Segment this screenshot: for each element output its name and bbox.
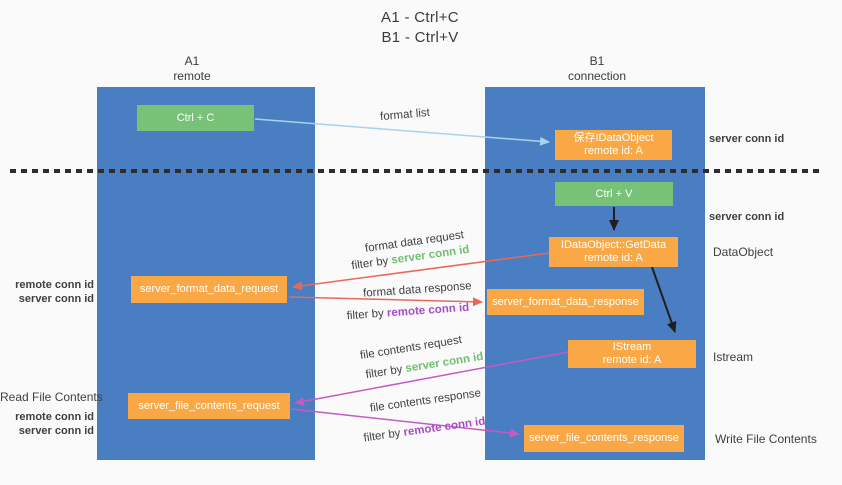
lane-a1-subtitle: remote — [173, 69, 211, 83]
filter-by-text: filter by — [350, 254, 393, 273]
node-istream-line1: IStream — [612, 341, 652, 353]
node-ctrl-c-label: Ctrl + C — [176, 111, 215, 124]
title-line-1: A1 - Ctrl+C — [381, 9, 459, 26]
lane-header-b1: B1 connection — [532, 54, 662, 84]
format-data-response-label: format data response — [362, 280, 472, 300]
node-file-response-label: server_file_contents_response — [529, 432, 679, 444]
filter-by-remote-conn-id-label: filter by remote conn id — [338, 301, 478, 323]
node-getdata-line1: IDataObject::GetData — [560, 239, 667, 251]
node-server-file-contents-response: server_file_contents_response — [524, 425, 684, 452]
diagram-title: A1 - Ctrl+C B1 - Ctrl+V — [300, 8, 540, 48]
server-conn-id-annotation: server conn id — [18, 293, 94, 305]
remote-conn-id-text: remote conn id — [386, 301, 470, 320]
node-ctrl-v-label: Ctrl + V — [595, 187, 633, 200]
filter-by-text: filter by — [362, 426, 405, 445]
node-ctrl-v: Ctrl + V — [555, 182, 673, 206]
node-idataobject-getdata: IDataObject::GetData remote id: A — [549, 237, 678, 267]
node-istream: IStream remote id: A — [568, 340, 696, 368]
format-list-label: format list — [379, 106, 431, 124]
dataobject-annotation: DataObject — [713, 245, 774, 259]
node-server-file-contents-request: server_file_contents_request — [128, 393, 290, 419]
lane-b1-title: B1 — [589, 54, 605, 68]
node-format-request-label: server_format_data_request — [139, 283, 279, 295]
lane-a1-title: A1 — [184, 54, 200, 68]
dashed-divider — [10, 169, 824, 173]
node-istream-line2: remote id: A — [602, 354, 662, 366]
filter-by-text: filter by — [346, 307, 388, 323]
remote-conn-id-text: remote conn id — [402, 415, 487, 439]
node-server-format-data-response: server_format_data_response — [487, 289, 644, 315]
lane-b1-subtitle: connection — [567, 69, 627, 83]
remote-conn-id-annotation: remote conn id — [15, 279, 94, 291]
file-contents-response-label: file contents response — [369, 387, 482, 415]
node-format-response-label: server_format_data_response — [492, 295, 639, 308]
server-conn-id-text: server conn id — [404, 350, 485, 375]
lane-header-a1: A1 remote — [127, 54, 257, 84]
server-conn-id-annotation: server conn id — [709, 211, 785, 223]
remote-conn-id-annotation: remote conn id — [15, 411, 94, 423]
node-save-idataobject: 保存IDataObject remote id: A — [555, 130, 672, 160]
node-ctrl-c: Ctrl + C — [137, 105, 254, 131]
filter-by-remote-conn-id-label: filter by remote conn id — [352, 414, 497, 446]
node-file-request-label: server_file_contents_request — [138, 399, 280, 412]
server-conn-id-annotation: server conn id — [18, 425, 94, 437]
istream-annotation: Istream — [713, 350, 754, 364]
read-file-contents-annotation: Read File Contents — [0, 390, 103, 404]
server-conn-id-annotation: server conn id — [709, 133, 785, 145]
write-file-contents-annotation: Write File Contents — [715, 432, 817, 446]
filter-by-text: filter by — [364, 363, 407, 382]
node-save-line1: 保存IDataObject — [573, 132, 654, 144]
title-line-2: B1 - Ctrl+V — [381, 29, 459, 46]
node-save-line2: remote id: A — [584, 145, 643, 157]
node-getdata-line2: remote id: A — [584, 252, 643, 264]
node-server-format-data-request: server_format_data_request — [131, 276, 287, 303]
